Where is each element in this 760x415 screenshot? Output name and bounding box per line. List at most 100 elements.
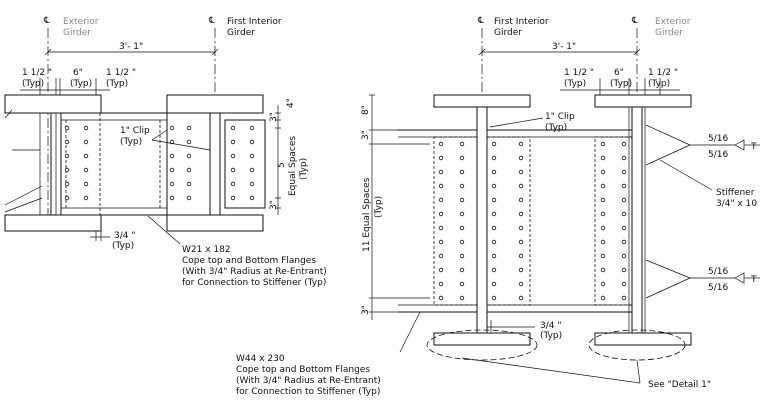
dim-tick bbox=[633, 48, 641, 56]
bolt-hole bbox=[491, 295, 497, 301]
bolt-hole bbox=[600, 197, 606, 203]
bolt-hole bbox=[518, 169, 524, 175]
w21-note-4: for Connection to Stiffener (Typ) bbox=[182, 278, 326, 288]
dim-1-5-a-typ: (Typ) bbox=[564, 79, 586, 89]
bolt-hole bbox=[186, 167, 192, 173]
bolt-hole bbox=[600, 183, 606, 189]
detail-ref: See "Detail 1" bbox=[648, 380, 711, 390]
dim-1-5-b: 1 1/2 " bbox=[106, 68, 136, 78]
weld-arrow-icon bbox=[734, 139, 745, 151]
w44-note-4: for Connection to Stiffener (Typ) bbox=[236, 387, 380, 397]
bolt-hole bbox=[230, 167, 236, 173]
interior-girder-label-2: Girder bbox=[227, 28, 255, 38]
weld-arrow-icon bbox=[734, 272, 745, 284]
bolt-hole bbox=[169, 181, 175, 187]
exterior-girder-label-1: Exterior bbox=[655, 17, 691, 27]
dim-3-4-typ: (Typ) bbox=[112, 241, 134, 251]
girder-spacing-text: 3'- 1" bbox=[119, 42, 143, 52]
bolt-hole bbox=[621, 239, 627, 245]
dim-tick bbox=[211, 48, 219, 56]
bolt-hole bbox=[518, 197, 524, 203]
leader-line bbox=[4, 109, 13, 119]
w21-note-1: W21 x 182 bbox=[182, 245, 231, 255]
bolt-hole bbox=[438, 155, 444, 161]
bolt-hole bbox=[230, 139, 236, 145]
bolt-hole bbox=[438, 225, 444, 231]
bolt-hole bbox=[459, 239, 465, 245]
clip-note-2: (Typ) bbox=[545, 123, 567, 133]
bolt-hole bbox=[459, 225, 465, 231]
bolt-hole bbox=[621, 141, 627, 147]
interior-girder-label-1: First Interior bbox=[227, 17, 282, 27]
bolt-hole bbox=[438, 183, 444, 189]
interior-girder-bottom-flange bbox=[166, 214, 264, 232]
bolt-hole bbox=[491, 197, 497, 203]
connection-plate-left bbox=[433, 136, 478, 306]
dim-3-4-typ: (Typ) bbox=[540, 331, 562, 341]
dim-tick bbox=[44, 48, 52, 56]
bolt-hole bbox=[438, 197, 444, 203]
connection-plate-right bbox=[594, 136, 633, 306]
bolt-hole bbox=[230, 195, 236, 201]
clip-leader bbox=[151, 139, 211, 151]
equal-spaces-text: Equal Spaces bbox=[288, 136, 298, 196]
interior-girder-label-1: First Interior bbox=[494, 17, 549, 27]
dim-6-typ: (Typ) bbox=[610, 79, 632, 89]
interior-girder-top-flange bbox=[433, 94, 531, 108]
dim-tick bbox=[478, 48, 486, 56]
weld-top-a: 5/16 bbox=[708, 134, 728, 144]
w44-note-2: Cope top and Bottom Flanges bbox=[236, 365, 370, 375]
dim-8: 8" bbox=[361, 105, 371, 115]
detail-leader bbox=[461, 357, 641, 384]
bolt-hole bbox=[459, 267, 465, 273]
weld-leader bbox=[645, 144, 691, 166]
bolt-hole bbox=[621, 253, 627, 259]
bolt-hole bbox=[459, 281, 465, 287]
weld-tail-top: T bbox=[750, 142, 757, 152]
dim-3-bottom: 3" bbox=[269, 200, 279, 210]
bolt-hole bbox=[600, 281, 606, 287]
bolt-hole bbox=[491, 183, 497, 189]
bolt-hole bbox=[64, 125, 70, 131]
weld-bottom-b: 5/16 bbox=[708, 283, 728, 293]
bolt-hole bbox=[438, 141, 444, 147]
dim-3-4: 3/4 " bbox=[114, 231, 136, 241]
dim-3-top: 3" bbox=[269, 112, 279, 122]
clip-leader bbox=[151, 129, 168, 141]
bolt-hole bbox=[230, 153, 236, 159]
bolt-hole bbox=[518, 267, 524, 273]
exterior-girder-bottom-flange bbox=[4, 214, 102, 232]
bolt-hole bbox=[621, 169, 627, 175]
right-connection-plate bbox=[224, 119, 266, 209]
bolt-hole bbox=[600, 253, 606, 259]
bolt-hole bbox=[64, 153, 70, 159]
bolt-hole bbox=[459, 211, 465, 217]
bolt-hole bbox=[83, 139, 89, 145]
w21-note-3: (With 3/4" Radius at Re-Entrant) bbox=[182, 267, 327, 277]
bolt-hole bbox=[459, 169, 465, 175]
bolt-hole bbox=[621, 155, 627, 161]
bolt-hole bbox=[230, 181, 236, 187]
w44-note-1: W44 x 230 bbox=[236, 354, 285, 364]
bolt-hole bbox=[186, 139, 192, 145]
bolt-hole bbox=[491, 211, 497, 217]
bolt-hole bbox=[518, 295, 524, 301]
bolt-hole bbox=[459, 253, 465, 259]
w21-leader bbox=[147, 215, 181, 245]
weld-leader bbox=[645, 259, 691, 279]
dim-3-bottom: 3" bbox=[361, 305, 371, 315]
equal-spaces-typ: (Typ) bbox=[374, 196, 384, 218]
w44-note-3: (With 3/4" Radius at Re-Entrant) bbox=[236, 376, 381, 386]
bolt-hole bbox=[518, 141, 524, 147]
bolt-hole bbox=[491, 281, 497, 287]
clip-note-1: 1" Clip bbox=[120, 126, 150, 136]
bolt-hole bbox=[83, 125, 89, 131]
bolt-hole bbox=[518, 253, 524, 259]
bolt-hole bbox=[600, 225, 606, 231]
bolt-hole bbox=[459, 141, 465, 147]
bolt-hole bbox=[621, 281, 627, 287]
bolt-hole bbox=[249, 139, 255, 145]
bolt-hole bbox=[64, 181, 70, 187]
